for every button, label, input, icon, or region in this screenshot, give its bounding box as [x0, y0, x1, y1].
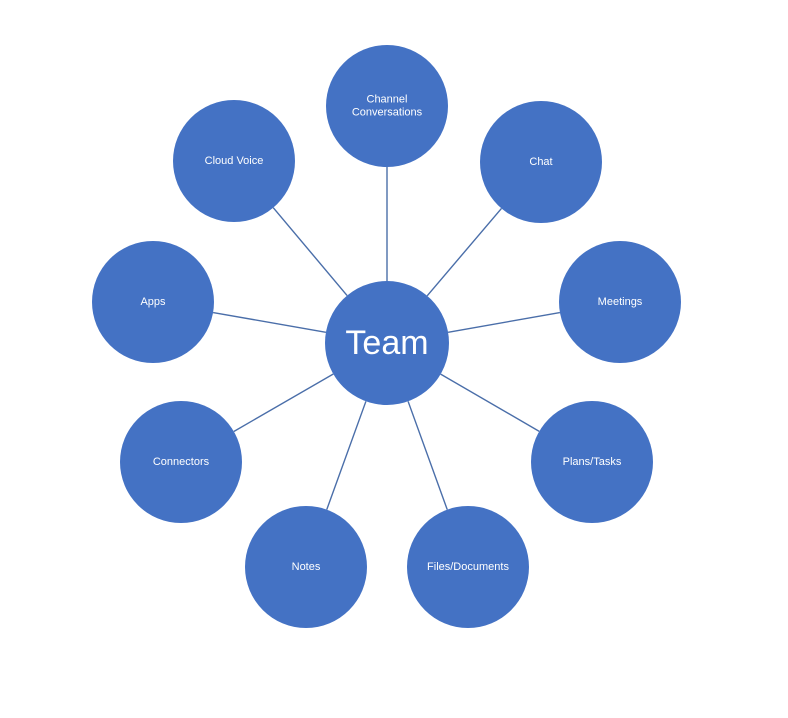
node-files-documents: Files/Documents: [407, 506, 529, 628]
connector-line-files-documents: [407, 401, 448, 510]
node-circle-notes: [245, 506, 367, 628]
connector-line-apps: [212, 311, 327, 333]
center-node-circle: [325, 281, 449, 405]
node-circle-channel-conversations: [326, 45, 448, 167]
center-node-label: Team: [345, 324, 428, 362]
node-label-notes: Notes: [292, 561, 321, 573]
connector-line-connectors: [233, 373, 334, 433]
connector-line-meetings: [447, 311, 561, 333]
node-circle-files-documents: [407, 506, 529, 628]
node-circle-meetings: [559, 241, 681, 363]
node-circle-connectors: [120, 401, 242, 523]
node-cloud-voice: Cloud Voice: [173, 100, 295, 222]
connector-line-notes: [326, 401, 367, 510]
node-plans-tasks: Plans/Tasks: [531, 401, 653, 523]
node-chat: Chat: [480, 101, 602, 223]
node-label-chat: Chat: [529, 156, 552, 168]
connector-line-cloud-voice: [272, 207, 348, 296]
node-circle-plans-tasks: [531, 401, 653, 523]
node-circle-apps: [92, 241, 214, 363]
connector-line-plans-tasks: [440, 373, 540, 432]
connector-lines: [212, 167, 561, 510]
satellite-nodes: ChannelConversationsChatMeetingsPlans/Ta…: [92, 45, 681, 628]
node-circle-chat: [480, 101, 602, 223]
node-apps: Apps: [92, 241, 214, 363]
node-notes: Notes: [245, 506, 367, 628]
connector-line-chat: [426, 208, 503, 297]
node-label-cloud-voice: Cloud Voice: [205, 155, 264, 167]
node-label-files-documents: Files/Documents: [427, 561, 509, 573]
node-label-apps: Apps: [140, 296, 166, 308]
node-label-channel-conversations: Conversations: [352, 107, 423, 119]
node-label-plans-tasks: Plans/Tasks: [563, 456, 622, 468]
node-label-meetings: Meetings: [598, 296, 643, 308]
node-label-channel-conversations: Channel: [367, 94, 408, 106]
node-connectors: Connectors: [120, 401, 242, 523]
node-meetings: Meetings: [559, 241, 681, 363]
node-label-connectors: Connectors: [153, 456, 210, 468]
center-node: Team: [325, 281, 449, 405]
node-circle-cloud-voice: [173, 100, 295, 222]
